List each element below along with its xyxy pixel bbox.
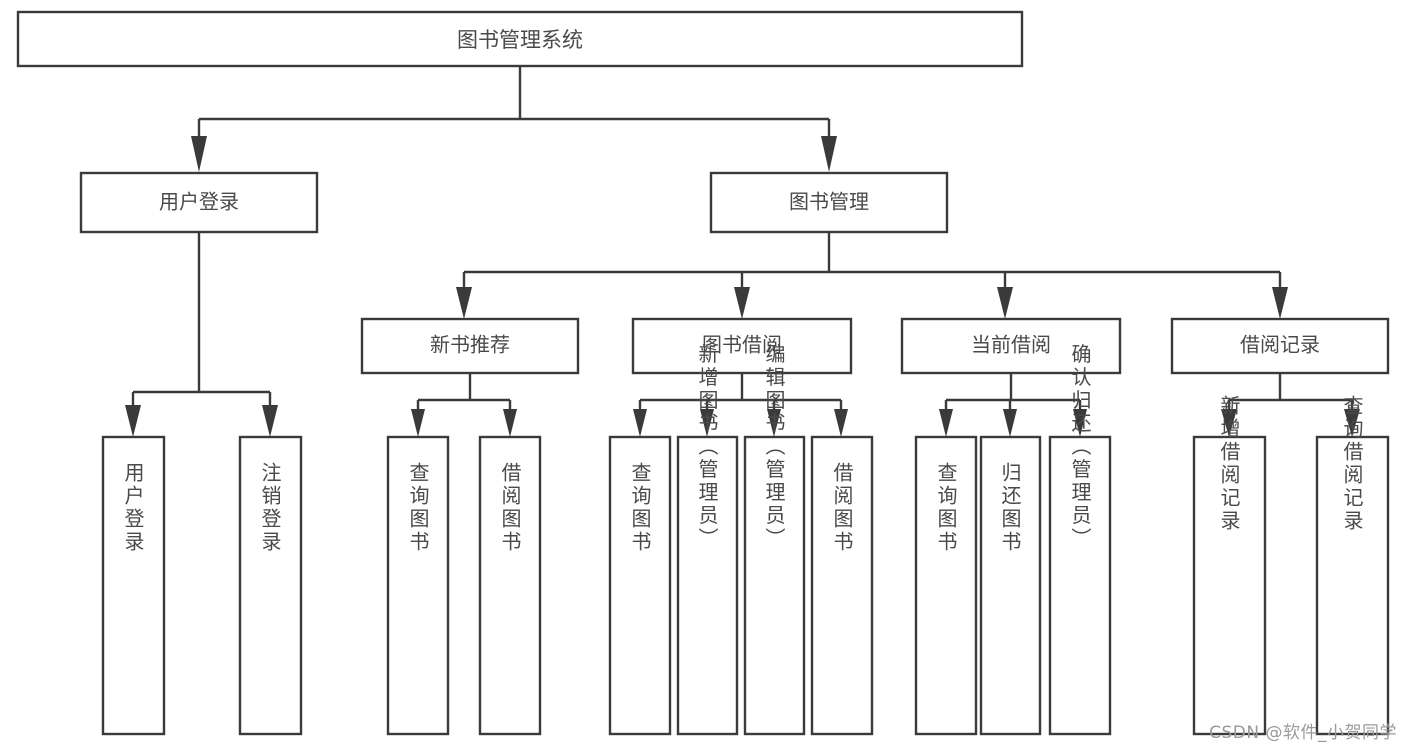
node-new-book-rec-box[interactable] — [360, 317, 580, 375]
node-leaf-query-book-3-box[interactable] — [914, 435, 978, 736]
node-borrow-record-box[interactable] — [1170, 317, 1390, 375]
arrow-to-leaf-add-record — [1221, 409, 1237, 437]
arrow-to-current-borrow — [997, 287, 1013, 319]
arrow-to-leaf-user-login — [125, 405, 141, 437]
node-root[interactable]: 图书管理系统 — [16, 10, 1024, 68]
node-leaf-logout[interactable]: 注销登录 — [238, 435, 303, 736]
node-leaf-confirm-return[interactable]: 确认归还（管理员） — [1048, 343, 1112, 736]
node-leaf-borrow-book-1[interactable]: 借阅图书 — [478, 435, 542, 736]
node-leaf-edit-book[interactable]: 编辑图书（管理员） — [743, 343, 806, 736]
arrow-root-to-user-login — [191, 136, 207, 172]
node-new-book-rec-label: 新书推荐 — [430, 333, 510, 357]
node-book-borrow-label: 图书借阅 — [702, 333, 782, 357]
node-leaf-borrow-book-1-box[interactable] — [478, 435, 542, 736]
arrow-to-leaf-logout — [262, 405, 278, 437]
node-leaf-add-record-label: 新增借阅记录 — [1217, 395, 1241, 533]
node-leaf-add-record[interactable]: 新增借阅记录 — [1192, 395, 1267, 736]
node-leaf-user-login[interactable]: 用户登录 — [101, 435, 166, 736]
node-leaf-query-book-2[interactable]: 查询图书 — [608, 435, 672, 736]
node-book-borrow-box[interactable] — [631, 317, 853, 375]
node-leaf-borrow-book-2-box[interactable] — [810, 435, 874, 736]
node-leaf-query-record-label: 查询借阅记录 — [1340, 395, 1364, 533]
arrow-to-new-book-rec — [456, 287, 472, 319]
arrow-to-leaf-query-record — [1344, 409, 1360, 437]
node-current-borrow[interactable]: 当前借阅 — [900, 317, 1122, 375]
node-book-borrow[interactable]: 图书借阅 — [631, 317, 853, 375]
arrow-to-leaf-add-book — [700, 409, 714, 437]
node-leaf-query-book-1[interactable]: 查询图书 — [386, 435, 450, 736]
node-leaf-return-book-label: 归还图书 — [998, 462, 1022, 554]
node-book-manage-label: 图书管理 — [789, 190, 869, 214]
node-user-login[interactable]: 用户登录 — [79, 171, 319, 234]
connector-group-borrow-record — [1221, 373, 1360, 437]
node-leaf-edit-book-box[interactable] — [743, 435, 806, 736]
connector-group-book-manage — [456, 232, 1288, 319]
node-leaf-query-book-2-label: 查询图书 — [628, 462, 652, 554]
arrow-to-leaf-query-book-2 — [633, 409, 647, 437]
node-leaf-confirm-return-label: 确认归还（管理员） — [1068, 343, 1092, 550]
node-user-login-label: 用户登录 — [159, 190, 239, 214]
connector-group-root — [191, 66, 837, 172]
node-leaf-add-book-box[interactable] — [676, 435, 739, 736]
node-root-label: 图书管理系统 — [457, 28, 583, 52]
node-leaf-edit-book-label: 编辑图书（管理员） — [762, 343, 786, 550]
node-leaf-query-book-2-box[interactable] — [608, 435, 672, 736]
node-leaf-logout-box[interactable] — [238, 435, 303, 736]
connector-group-current-borrow — [939, 373, 1087, 437]
node-new-book-rec[interactable]: 新书推荐 — [360, 317, 580, 375]
node-leaf-query-record[interactable]: 查询借阅记录 — [1315, 395, 1390, 736]
node-current-borrow-box[interactable] — [900, 317, 1122, 375]
node-leaf-query-book-3[interactable]: 查询图书 — [914, 435, 978, 736]
node-leaf-add-record-box[interactable] — [1192, 435, 1267, 736]
arrow-to-leaf-edit-book — [767, 409, 781, 437]
node-leaf-query-book-1-box[interactable] — [386, 435, 450, 736]
node-leaf-add-book[interactable]: 新增图书（管理员） — [676, 343, 739, 736]
node-current-borrow-label: 当前借阅 — [971, 333, 1051, 357]
node-leaf-query-record-box[interactable] — [1315, 435, 1390, 736]
node-borrow-record[interactable]: 借阅记录 — [1170, 317, 1390, 375]
arrow-to-leaf-query-book-3 — [939, 409, 953, 437]
node-leaf-borrow-book-2[interactable]: 借阅图书 — [810, 435, 874, 736]
node-leaf-logout-label: 注销登录 — [258, 462, 282, 554]
arrow-to-book-borrow — [734, 287, 750, 319]
node-root-box[interactable] — [16, 10, 1024, 68]
arrow-to-leaf-return-book — [1003, 409, 1017, 437]
node-leaf-confirm-return-box[interactable] — [1048, 435, 1112, 736]
connector-group-book-borrow — [633, 373, 848, 437]
node-leaf-borrow-book-1-label: 借阅图书 — [498, 462, 522, 554]
node-leaf-user-login-box[interactable] — [101, 435, 166, 736]
connector-group-new-book-rec — [411, 373, 517, 437]
node-leaf-user-login-label: 用户登录 — [121, 462, 145, 554]
node-leaf-add-book-label: 新增图书（管理员） — [695, 343, 719, 550]
arrow-root-to-book-manage — [821, 136, 837, 172]
node-leaf-return-book-box[interactable] — [979, 435, 1042, 736]
node-leaf-return-book[interactable]: 归还图书 — [979, 435, 1042, 736]
arrow-to-borrow-record — [1272, 287, 1288, 319]
arrow-to-leaf-confirm-return — [1073, 409, 1087, 437]
node-user-login-box[interactable] — [79, 171, 319, 234]
node-leaf-borrow-book-2-label: 借阅图书 — [830, 462, 854, 554]
arrow-to-leaf-borrow-book-2 — [834, 409, 848, 437]
node-book-manage-box[interactable] — [709, 171, 949, 234]
node-book-manage[interactable]: 图书管理 — [709, 171, 949, 234]
node-borrow-record-label: 借阅记录 — [1240, 333, 1320, 357]
arrow-to-leaf-borrow-book-1 — [503, 409, 517, 437]
arrow-to-leaf-query-book-1 — [411, 409, 425, 437]
connector-group-user-login — [125, 232, 278, 437]
node-leaf-query-book-1-label: 查询图书 — [406, 462, 430, 554]
node-leaf-query-book-3-label: 查询图书 — [934, 462, 958, 554]
